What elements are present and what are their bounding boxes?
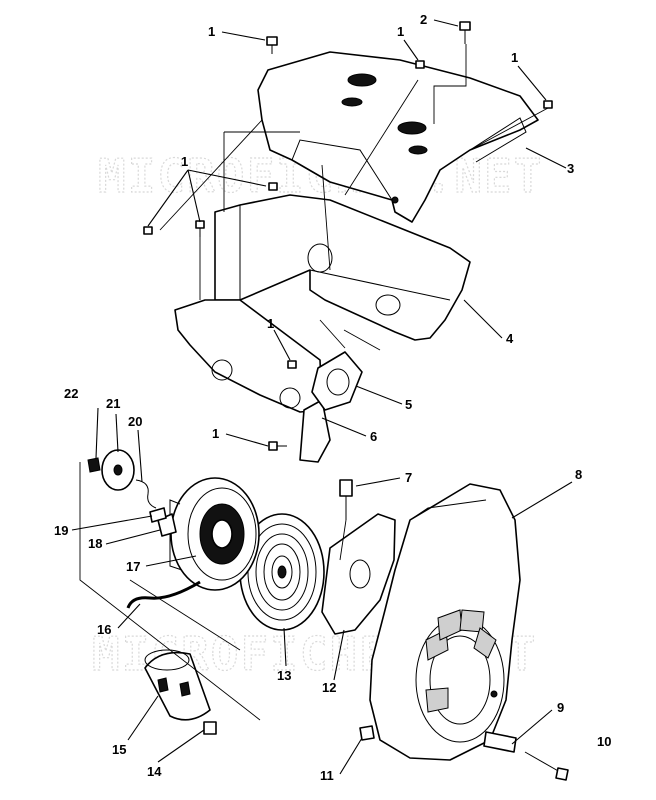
bolt-part-2 bbox=[459, 21, 471, 44]
callout-1c: 1 bbox=[511, 50, 518, 65]
callout-12: 12 bbox=[322, 680, 336, 695]
callout-19: 19 bbox=[54, 523, 68, 538]
callout-11: 11 bbox=[320, 768, 334, 783]
bolt-part-7 bbox=[339, 479, 353, 520]
pawl-part-19 bbox=[149, 507, 167, 523]
gasket-part-5 bbox=[311, 351, 363, 411]
callout-3: 3 bbox=[567, 161, 574, 176]
callout-13: 13 bbox=[277, 668, 291, 683]
callout-9: 9 bbox=[557, 700, 564, 715]
bolt-part-14 bbox=[203, 721, 217, 735]
bolt-set-part-1 bbox=[143, 36, 553, 451]
leader-lines bbox=[71, 19, 573, 775]
bolt-part-10 bbox=[524, 751, 569, 781]
callout-5: 5 bbox=[405, 397, 412, 412]
pulley-part-17 bbox=[169, 477, 260, 591]
callout-22: 22 bbox=[64, 386, 78, 401]
callout-17: 17 bbox=[126, 559, 140, 574]
callout-20: 20 bbox=[128, 414, 142, 429]
mounting-bracket-part-4 bbox=[174, 194, 471, 463]
callout-1e: 1 bbox=[267, 316, 274, 331]
callout-6: 6 bbox=[370, 429, 377, 444]
callout-2: 2 bbox=[420, 12, 427, 27]
housing-vents bbox=[425, 609, 497, 713]
callout-7: 7 bbox=[405, 470, 412, 485]
callout-15: 15 bbox=[112, 742, 126, 757]
callout-labels: 1 1 1 1 1 1 2 3 4 5 6 7 8 9 10 11 12 13 … bbox=[54, 12, 611, 783]
recoil-housing-part-8 bbox=[369, 483, 521, 761]
callout-1b: 1 bbox=[397, 24, 404, 39]
callout-16: 16 bbox=[97, 622, 111, 637]
recoil-spring-part-13 bbox=[239, 513, 325, 631]
callout-4: 4 bbox=[506, 331, 514, 346]
callout-1d: 1 bbox=[181, 154, 188, 169]
callout-21: 21 bbox=[106, 396, 120, 411]
callout-14: 14 bbox=[147, 764, 162, 779]
bolt-part-11 bbox=[359, 725, 375, 741]
handle-part-9 bbox=[483, 731, 517, 753]
callout-1f: 1 bbox=[212, 426, 219, 441]
starter-rope-part-16 bbox=[126, 580, 201, 609]
spring-clip-part-20 bbox=[135, 479, 157, 509]
callout-10: 10 bbox=[597, 734, 611, 749]
retainer-plate-part-21 bbox=[101, 449, 135, 491]
assembly-lines bbox=[79, 44, 549, 721]
starter-bracket-part-12 bbox=[321, 513, 396, 635]
nut-part-22 bbox=[87, 457, 101, 473]
callout-18: 18 bbox=[88, 536, 102, 551]
callout-8: 8 bbox=[575, 467, 582, 482]
upper-shroud-part-3 bbox=[257, 51, 539, 223]
starter-cup-part-15 bbox=[144, 649, 211, 721]
callout-1a: 1 bbox=[208, 24, 215, 39]
